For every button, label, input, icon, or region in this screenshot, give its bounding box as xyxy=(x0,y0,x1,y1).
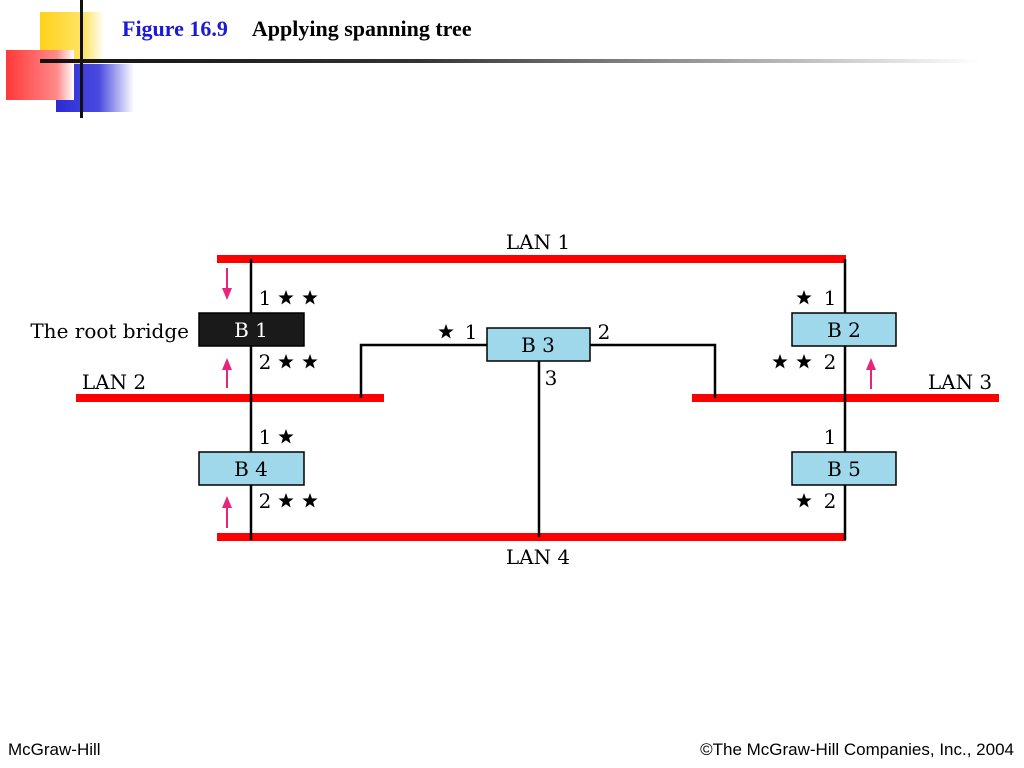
decor-horizontal-line xyxy=(40,59,980,63)
star-icon xyxy=(302,354,318,369)
bridge-b4-label: B 4 xyxy=(234,457,268,481)
bridge-b2-box xyxy=(791,312,897,347)
arrow-up-icon xyxy=(222,496,232,528)
lan3-label: LAN 3 xyxy=(928,370,992,394)
star-icon xyxy=(302,290,318,305)
star-icon xyxy=(278,429,294,444)
bridge-b3-box xyxy=(486,327,591,362)
star-icon xyxy=(796,493,812,508)
star-icon xyxy=(796,354,812,369)
bridge-b1-label: B 1 xyxy=(234,318,268,342)
star-icon xyxy=(278,290,294,305)
b4-port1-label: 1 xyxy=(259,425,272,449)
decor-red-block xyxy=(6,50,74,100)
wire-b3-lan2 xyxy=(359,343,487,398)
star-icon xyxy=(772,354,788,369)
star-icon xyxy=(438,324,454,339)
b3-port1-label: 1 xyxy=(465,320,478,344)
b1-port2-label: 2 xyxy=(259,350,272,374)
root-bridge-label: The root bridge xyxy=(30,319,189,343)
b3-port2-label: 2 xyxy=(598,320,611,344)
bridge-b2-label: B 2 xyxy=(827,318,861,342)
b1-port1-label: 1 xyxy=(259,286,272,310)
b2-port1-label: 1 xyxy=(824,286,837,310)
lan1-label: LAN 1 xyxy=(506,230,570,254)
slide-title: Figure 16.9 Applying spanning tree xyxy=(122,16,472,42)
arrow-up-icon xyxy=(222,358,232,388)
b2-port2-label: 2 xyxy=(824,350,837,374)
footer-publisher: McGraw-Hill xyxy=(8,740,101,759)
b4-port2-label: 2 xyxy=(259,489,272,513)
star-icon xyxy=(278,354,294,369)
lan4-label: LAN 4 xyxy=(506,545,570,569)
star-icon xyxy=(278,493,294,508)
arrow-up-icon xyxy=(866,358,876,389)
lan2-segment xyxy=(76,394,384,402)
footer-copyright: ©The McGraw-Hill Companies, Inc., 2004 xyxy=(700,740,1014,759)
b5-port2-label: 2 xyxy=(824,489,837,513)
lan1-segment xyxy=(217,255,846,263)
figure-label: Figure 16.9 xyxy=(122,16,228,41)
star-icon xyxy=(796,290,812,305)
lan4-segment xyxy=(217,533,846,541)
bridge-b5-label: B 5 xyxy=(827,457,861,481)
star-icon xyxy=(302,493,318,508)
wire-b3-lan3 xyxy=(590,343,717,398)
bridge-b4-box xyxy=(198,451,305,486)
b3-port3-label: 3 xyxy=(545,366,558,390)
bridge-b5-box xyxy=(791,451,897,486)
bridge-b1-box xyxy=(198,312,305,347)
bridge-b3-label: B 3 xyxy=(521,333,555,357)
arrow-down-icon xyxy=(222,268,232,300)
figure-title: Applying spanning tree xyxy=(251,16,472,41)
b5-port1-label: 1 xyxy=(824,425,837,449)
lan2-label: LAN 2 xyxy=(82,370,146,394)
